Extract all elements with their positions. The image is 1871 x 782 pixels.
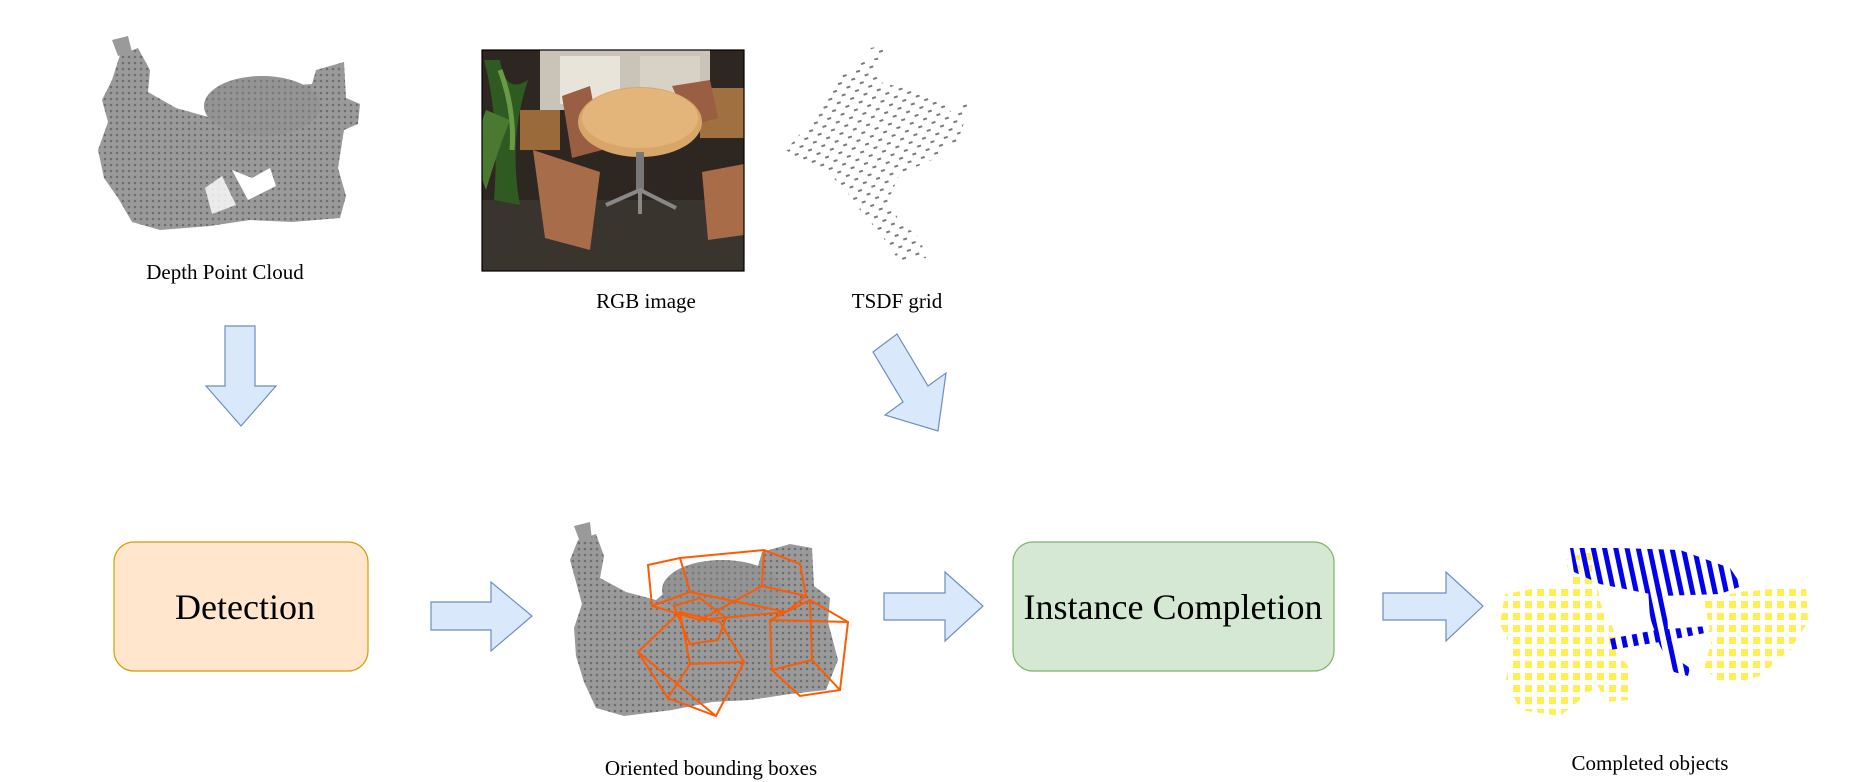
instance-completion-label: Instance Completion <box>1024 587 1323 627</box>
rgb-image-photo <box>481 49 745 272</box>
arrow-right-icon <box>1382 570 1484 643</box>
oriented-bounding-boxes-icon <box>570 522 850 718</box>
tsdf-grid-icon <box>786 46 968 262</box>
caption-tsdf-grid: TSDF grid <box>852 289 943 313</box>
instance-completion-box: Instance Completion <box>1012 541 1335 672</box>
caption-rgb-image: RGB image <box>596 289 696 313</box>
completed-objects-icon <box>1500 548 1808 716</box>
caption-oriented-bounding-boxes: Oriented bounding boxes <box>605 756 817 780</box>
arrow-right-icon <box>430 580 533 653</box>
detection-box: Detection <box>113 541 369 672</box>
arrow-diagonal-icon <box>872 333 947 432</box>
caption-depth-point-cloud: Depth Point Cloud <box>146 260 304 284</box>
arrow-right-icon <box>883 570 984 643</box>
arrow-down-icon <box>204 325 278 427</box>
caption-completed-objects: Completed objects <box>1572 751 1729 775</box>
detection-label: Detection <box>175 587 315 627</box>
depth-point-cloud-icon <box>98 36 360 230</box>
